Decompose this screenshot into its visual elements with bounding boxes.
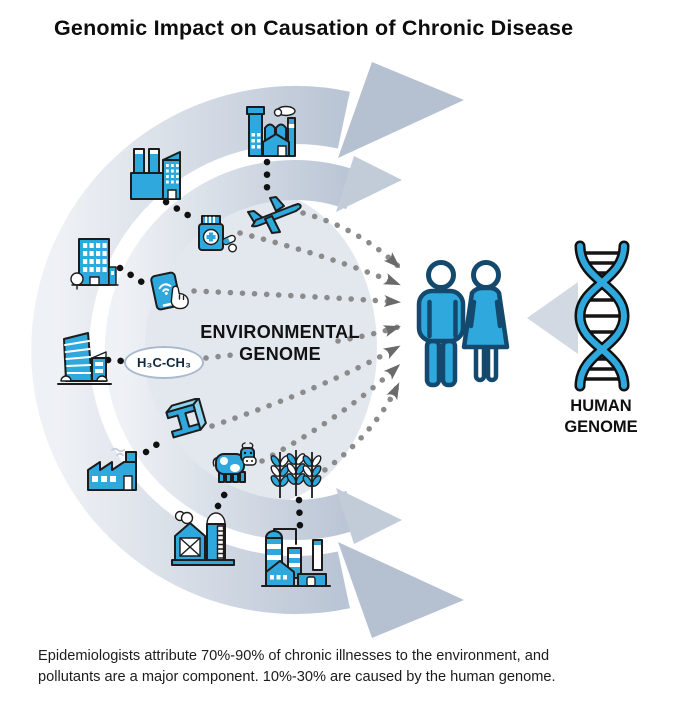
genome-to-people-arrow [527, 282, 578, 354]
caption-line1: Epidemiologists attribute 70%-90% of chr… [38, 648, 550, 664]
wheat-icon [270, 449, 322, 499]
inner-arc-band [104, 160, 360, 540]
sawtooth-factory-icon [87, 447, 137, 491]
human-genome-line2: GENOME [564, 417, 638, 436]
outer-arc-top-arrowhead [338, 62, 464, 158]
environmental-genome-label: ENVIRONMENTAL GENOME [168, 322, 392, 366]
smartphone-touch-icon [150, 271, 189, 311]
environmental-genome-line1: ENVIRONMENTAL [200, 322, 360, 342]
airplane-icon [247, 196, 302, 234]
steel-beam-icon [165, 398, 207, 439]
inner-arc-bottom-arrowhead [336, 488, 402, 544]
outer-arc-band [31, 86, 350, 614]
industrial-plant-icon [246, 105, 296, 157]
caption-line2: pollutants are a major component. 10%-30… [38, 668, 556, 685]
chemical-plant-icon [261, 528, 331, 587]
inner-arc-top-arrowhead [336, 156, 402, 212]
barn-silo-icon [171, 510, 235, 566]
outer-arc-bottom-arrowhead [338, 542, 464, 638]
page-title: Genomic Impact on Causation of Chronic D… [54, 16, 574, 40]
icon-connector-dots [104, 158, 304, 532]
cow-icon [212, 442, 257, 483]
ethane-molecule-label: H₃C-CH₃ [124, 346, 204, 379]
caption-text: Epidemiologists attribute 70%-90% of chr… [38, 646, 650, 687]
human-genome-line1: HUMAN [570, 397, 632, 415]
office-building-icon [70, 238, 119, 290]
environment-rays [191, 210, 401, 480]
dna-helix-icon [574, 240, 630, 392]
office-tower-icon [57, 332, 112, 385]
human-genome-label: HUMAN GENOME [544, 396, 658, 437]
environmental-genome-line2: GENOME [239, 343, 321, 364]
factory-icon [130, 148, 181, 200]
people-icon [416, 260, 510, 388]
medicine-pills-icon [198, 215, 238, 253]
